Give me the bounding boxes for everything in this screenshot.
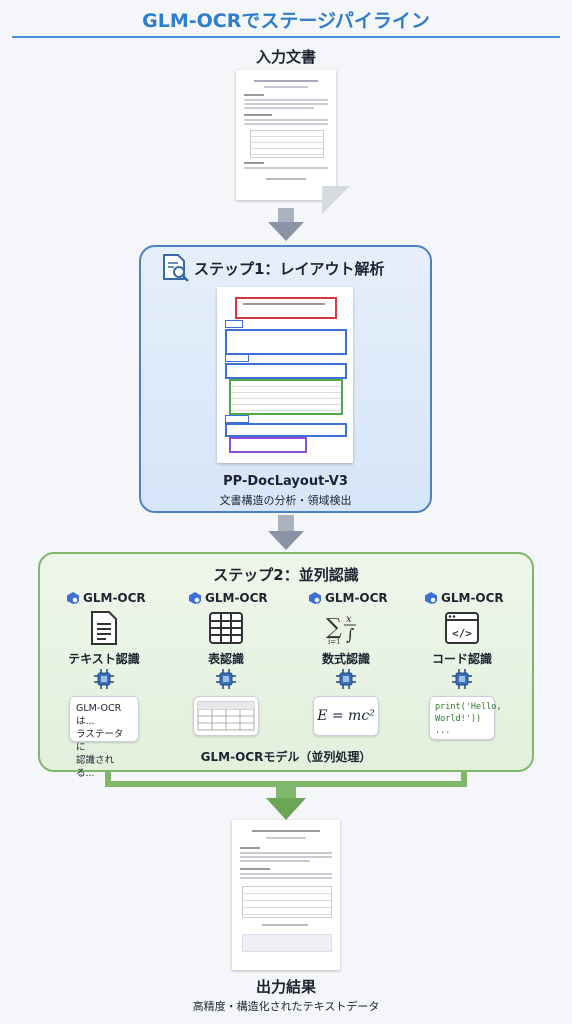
output-text-line: ラステータに: [76, 729, 124, 753]
glm-logo-icon: [67, 592, 79, 604]
down-arrow-1: [268, 208, 304, 241]
svg-text:i=1: i=1: [328, 638, 341, 646]
title-region: [235, 297, 337, 319]
title-rule: [12, 36, 560, 38]
text-region: [225, 363, 347, 379]
merge-connector: [105, 772, 467, 820]
down-arrow-2: [268, 515, 304, 550]
formula-output: E = mc²: [317, 708, 375, 724]
output-label: 出力結果: [255, 978, 316, 996]
step1-subtitle: 文書構造の分析・領域検出: [219, 494, 352, 507]
heading-region: [225, 415, 249, 423]
document-icon: [82, 610, 126, 646]
formula-region: [229, 437, 307, 453]
chip-icon: [452, 669, 472, 689]
layout-analysis-document: [217, 287, 353, 463]
badge-label: GLM-OCR: [441, 591, 504, 605]
badge-label: GLM-OCR: [205, 591, 268, 605]
output-text-line: GLM-OCRは...: [76, 703, 122, 727]
glm-logo-icon: [189, 592, 201, 604]
input-label: 入力文書: [255, 48, 316, 66]
recognition-output-card: GLM-OCRは...ラステータに認識される...: [69, 696, 139, 779]
diagram-title: GLM-OCRでステージパイライン: [142, 10, 430, 32]
glm-ocr-badge: GLM-OCR: [308, 591, 388, 605]
code-window-icon: </>: [440, 610, 484, 646]
badge-label: GLM-OCR: [83, 591, 146, 605]
step2-title: ステップ2：並列認識: [213, 566, 359, 584]
table-icon: [204, 610, 248, 646]
chip-icon: [216, 669, 236, 689]
output-subtitle: 高精度・構造化されたテキストデータ: [192, 1000, 380, 1013]
recognition-output-card: E = mc²: [313, 696, 379, 736]
svg-text:</>: </>: [452, 627, 472, 640]
table-region: [229, 379, 343, 415]
heading-region: [225, 354, 249, 362]
svg-text:∫: ∫: [346, 625, 354, 644]
step1-title: ステップ1：レイアウト解析: [194, 260, 385, 278]
text-region: [225, 329, 347, 355]
recognition-label: テキスト認識: [68, 652, 140, 666]
recognition-label: 数式認識: [321, 652, 370, 666]
recognition-output-card: [193, 696, 259, 736]
code-output-line: ...: [435, 726, 451, 736]
glm-ocr-badge: GLM-OCR: [188, 591, 268, 605]
svg-text:∑: ∑: [326, 615, 342, 640]
output-document-thumbnail: [232, 820, 340, 970]
recognition-output-card: print('Hello, World!'))...: [429, 696, 502, 740]
step2-footer: GLM-OCRモデル（並列処理）: [200, 750, 372, 764]
document-search-icon: [163, 254, 189, 282]
glm-ocr-badge: GLM-OCR: [66, 591, 146, 605]
badge-label: GLM-OCR: [325, 591, 388, 605]
glm-logo-icon: [309, 592, 321, 604]
text-region: [225, 423, 347, 437]
input-document-thumbnail: [236, 70, 350, 214]
formula-icon: ∑i=1 x∫: [324, 610, 368, 646]
glm-logo-icon: [425, 592, 437, 604]
chip-icon: [94, 669, 114, 689]
output-text-line: 認識される...: [76, 755, 115, 779]
heading-region: [225, 320, 243, 328]
step1-model: PP-DocLayout-V3: [223, 474, 348, 489]
code-output-line: print('Hello,: [435, 702, 502, 712]
chip-icon: [336, 669, 356, 689]
svg-text:x: x: [346, 614, 352, 625]
recognition-label: 表認識: [207, 652, 244, 666]
recognition-label: コード認識: [431, 652, 492, 666]
glm-ocr-badge: GLM-OCR: [424, 591, 504, 605]
code-output-line: World!')): [435, 714, 482, 724]
